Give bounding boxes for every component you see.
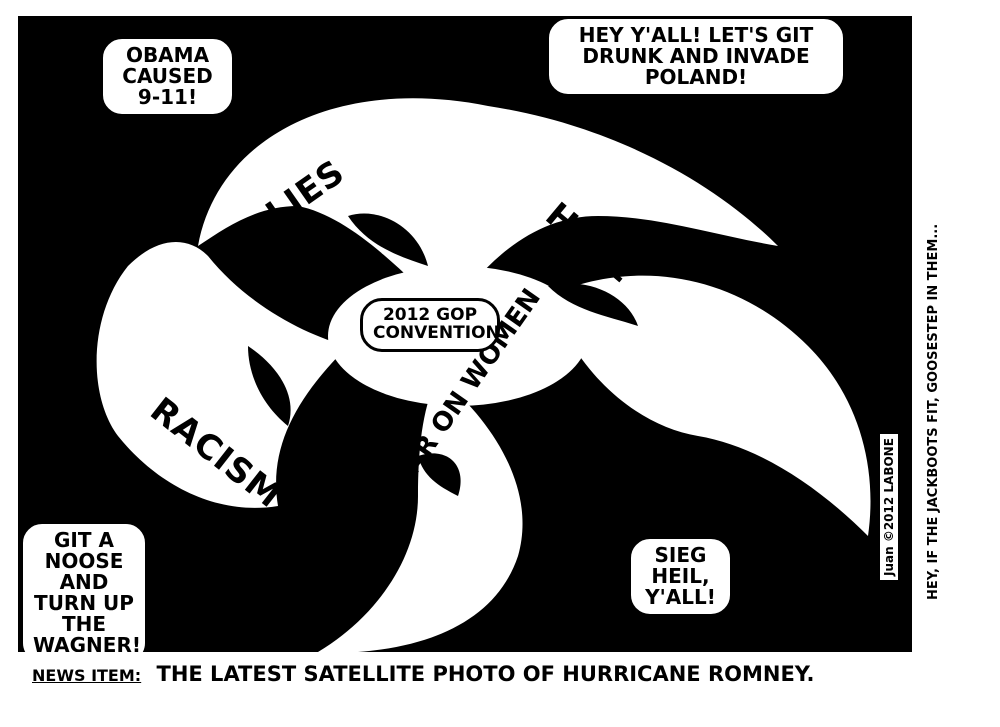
- caption-news-item: NEWS ITEM:: [32, 666, 142, 685]
- speech-bubble-bottom-left: GIT A NOOSE AND TURN UP THE WAGNER!: [20, 521, 148, 652]
- side-note: HEY, IF THE JACKBOOTS FIT, GOOSESTEP IN …: [926, 223, 941, 600]
- artist-signature: Juan ©2012 LABONE: [880, 434, 898, 580]
- cartoon-panel: LIES HATE RACISM WAR ON WOMEN 2012 GOP C…: [18, 16, 912, 652]
- caption: NEWS ITEM: THE LATEST SATELLITE PHOTO OF…: [32, 662, 815, 686]
- speech-bubble-bottom-right: SIEG HEIL, Y'ALL!: [628, 536, 733, 617]
- speech-bubble-top-right: HEY Y'ALL! LET'S GIT DRUNK AND INVADE PO…: [546, 16, 846, 97]
- speech-bubble-top-left: OBAMA CAUSED 9-11!: [100, 36, 235, 117]
- center-label: 2012 GOP CONVENTION: [360, 298, 500, 352]
- caption-text: THE LATEST SATELLITE PHOTO OF HURRICANE …: [156, 662, 815, 686]
